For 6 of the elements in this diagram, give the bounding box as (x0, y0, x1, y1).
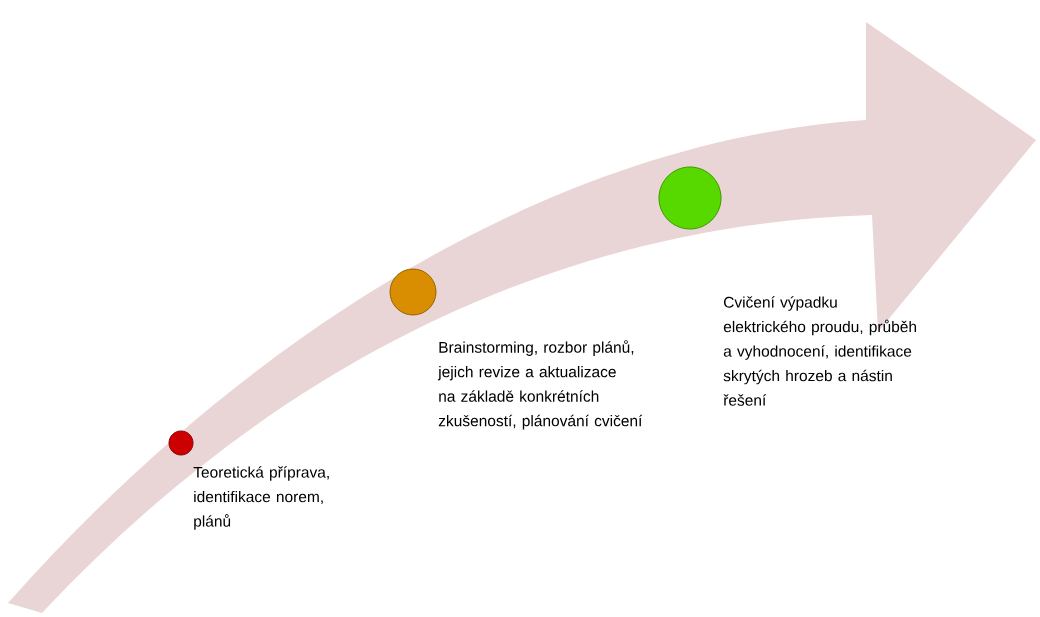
step-marker (658, 166, 722, 230)
step-marker (389, 268, 437, 316)
step-marker (168, 430, 194, 456)
step-description: Brainstorming, rozbor plánů, jejich revize a aktualizace na základě konkrétních zkušeností, plánování cvičení (437, 340, 643, 430)
step-description: Cvičení výpadku elektrického proudu, průběh a vyhodnocení, identifikace skrytých hrozeb a nástin řešení (723, 296, 916, 406)
step-description: Teoretická příprava, identifikace norem, plánů (193, 466, 329, 530)
